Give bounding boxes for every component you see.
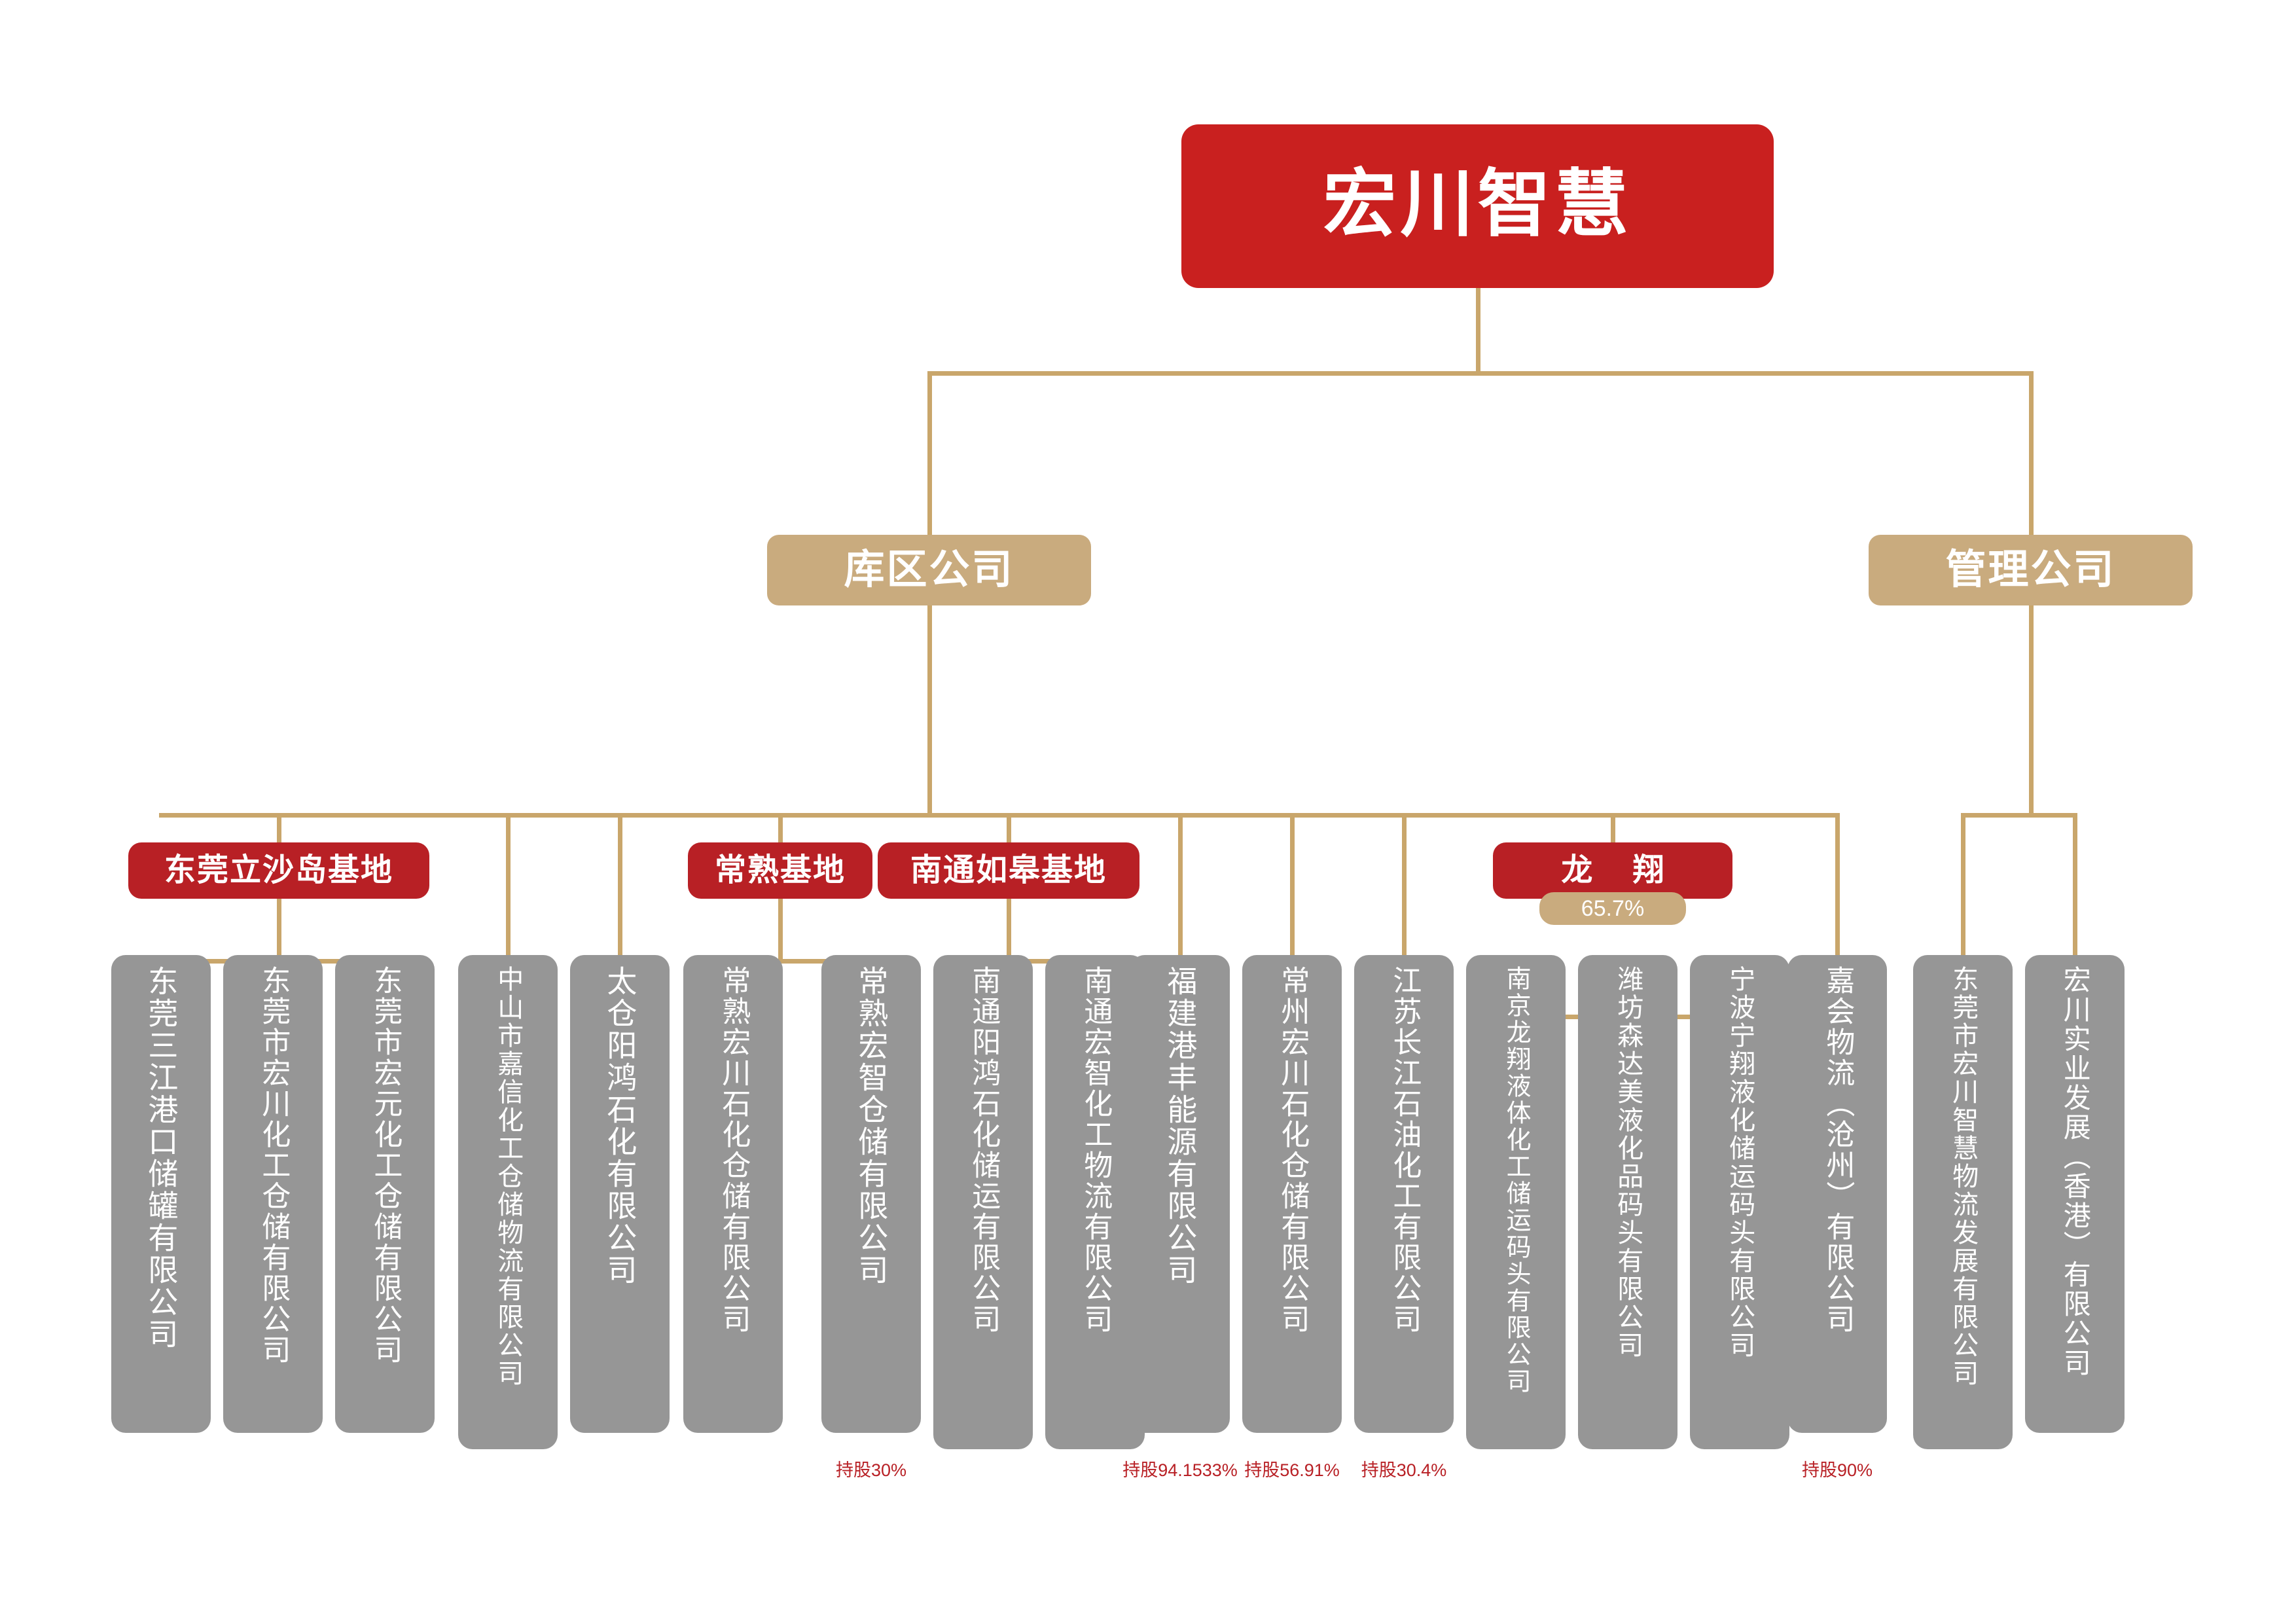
company-node-c18[interactable]: 宏川实业发展（香港）有限公司 [2025, 955, 2125, 1433]
base-node-nantong-rugao[interactable]: 南通如皋基地 [878, 842, 1139, 899]
division-node-management[interactable]: 管理公司 [1869, 535, 2193, 605]
company-name-label: 宁波宁翔液化储运码头有限公司 [1725, 965, 1755, 1360]
company-name-label: 常州宏川石化仓储有限公司 [1276, 965, 1309, 1335]
company-name-label: 东莞市宏川化工仓储有限公司 [257, 965, 290, 1365]
company-name-label: 太仓阳鸿石化有限公司 [603, 965, 637, 1286]
stake-badge-longxiang: 65.7% [1539, 892, 1686, 925]
leg-management-to-c18 [2073, 813, 2077, 955]
leg-warehouse-to-c10 [1178, 813, 1183, 955]
connector-management-bus [1961, 813, 2077, 818]
connector-to-base-dongguan [277, 813, 281, 861]
company-name-label: 南通阳鸿石化储运有限公司 [967, 965, 1000, 1335]
leg-management-to-c17 [1961, 813, 1965, 955]
company-name-label: 中山市嘉信化工仓储物流有限公司 [493, 965, 523, 1388]
stake-note-n3: 持股56.91% [1244, 1460, 1340, 1480]
company-node-c3[interactable]: 东莞市宏元化工仓储有限公司 [335, 955, 435, 1433]
company-node-c4[interactable]: 中山市嘉信化工仓储物流有限公司 [458, 955, 558, 1449]
company-node-c1[interactable]: 东莞三江港口储罐有限公司 [111, 955, 211, 1433]
company-node-c6[interactable]: 常熟宏川石化仓储有限公司 [683, 955, 783, 1433]
company-name-label: 嘉会物流（沧州）有限公司 [1821, 965, 1854, 1335]
connector-to-base-changshu [778, 813, 783, 861]
base-node-changshu[interactable]: 常熟基地 [688, 842, 872, 899]
stake-note-n5: 持股90% [1801, 1460, 1873, 1480]
connector-changshu-stem [778, 899, 783, 964]
connector-dongguan-stem [277, 899, 281, 964]
company-node-c9[interactable]: 南通宏智化工物流有限公司 [1045, 955, 1145, 1449]
company-name-label: 南京龙翔液体化工储运码头有限公司 [1502, 965, 1530, 1395]
connector-rugao-stem [1007, 899, 1011, 964]
leg-warehouse-to-c11 [1290, 813, 1295, 955]
company-node-c14[interactable]: 潍坊森达美液化品码头有限公司 [1578, 955, 1677, 1449]
base-node-longxiang[interactable]: 龙 翔 [1493, 842, 1732, 899]
company-name-label: 南通宏智化工物流有限公司 [1079, 965, 1112, 1335]
connector-longxiang-stem [1611, 813, 1615, 842]
base-node-dongguan-lishadao[interactable]: 东莞立沙岛基地 [128, 842, 429, 899]
company-node-c8[interactable]: 南通阳鸿石化储运有限公司 [933, 955, 1033, 1449]
company-name-label: 常熟宏川石化仓储有限公司 [717, 965, 750, 1335]
connector-warehouse-bus [159, 813, 1840, 818]
company-node-c2[interactable]: 东莞市宏川化工仓储有限公司 [223, 955, 323, 1433]
company-node-c10[interactable]: 福建港丰能源有限公司 [1130, 955, 1230, 1433]
connector-root-stem [1475, 288, 1480, 373]
leg-warehouse-to-c5 [618, 813, 622, 955]
connector-rugao-bus [981, 959, 1098, 964]
company-name-label: 常熟宏智仓储有限公司 [854, 965, 889, 1286]
company-name-label: 东莞三江港口储罐有限公司 [144, 965, 179, 1350]
company-name-label: 潍坊森达美液化品码头有限公司 [1613, 965, 1643, 1360]
company-name-label: 宏川实业发展（香港）有限公司 [2060, 965, 2091, 1378]
stake-note-n2: 持股94.1533% [1122, 1460, 1238, 1480]
stake-note-n1: 持股30% [835, 1460, 907, 1480]
company-node-c7[interactable]: 常熟宏智仓储有限公司 [821, 955, 921, 1433]
company-node-c13[interactable]: 南京龙翔液体化工储运码头有限公司 [1466, 955, 1566, 1449]
connector-changshu-bus [731, 959, 874, 964]
leg-warehouse-to-c16 [1835, 813, 1840, 955]
company-name-label: 福建港丰能源有限公司 [1163, 965, 1198, 1286]
company-name-label: 东莞市宏元化工仓储有限公司 [369, 965, 402, 1365]
leg-warehouse-to-c12 [1402, 813, 1407, 955]
connector-to-warehouse [927, 371, 932, 535]
connector-management-stem [2028, 605, 2034, 815]
connector-root-bus [927, 371, 2034, 376]
company-name-label: 江苏长江石油化工有限公司 [1388, 965, 1421, 1335]
connector-to-base-rugao [1007, 813, 1011, 861]
company-node-c5[interactable]: 太仓阳鸿石化有限公司 [570, 955, 670, 1433]
connector-warehouse-stem [927, 605, 932, 815]
division-node-warehouse[interactable]: 库区公司 [767, 535, 1091, 605]
company-node-c11[interactable]: 常州宏川石化仓储有限公司 [1242, 955, 1342, 1433]
company-node-c16[interactable]: 嘉会物流（沧州）有限公司 [1787, 955, 1887, 1433]
company-node-c15[interactable]: 宁波宁翔液化储运码头有限公司 [1690, 955, 1789, 1449]
company-name-label: 东莞市宏川智慧物流发展有限公司 [1948, 965, 1978, 1388]
connector-to-management [2028, 371, 2034, 535]
stake-note-n4: 持股30.4% [1361, 1460, 1447, 1480]
company-node-c17[interactable]: 东莞市宏川智慧物流发展有限公司 [1913, 955, 2013, 1449]
leg-warehouse-to-c4 [506, 813, 511, 955]
company-node-c12[interactable]: 江苏长江石油化工有限公司 [1354, 955, 1454, 1433]
root-node-hongchuan[interactable]: 宏川智慧 [1181, 124, 1774, 288]
